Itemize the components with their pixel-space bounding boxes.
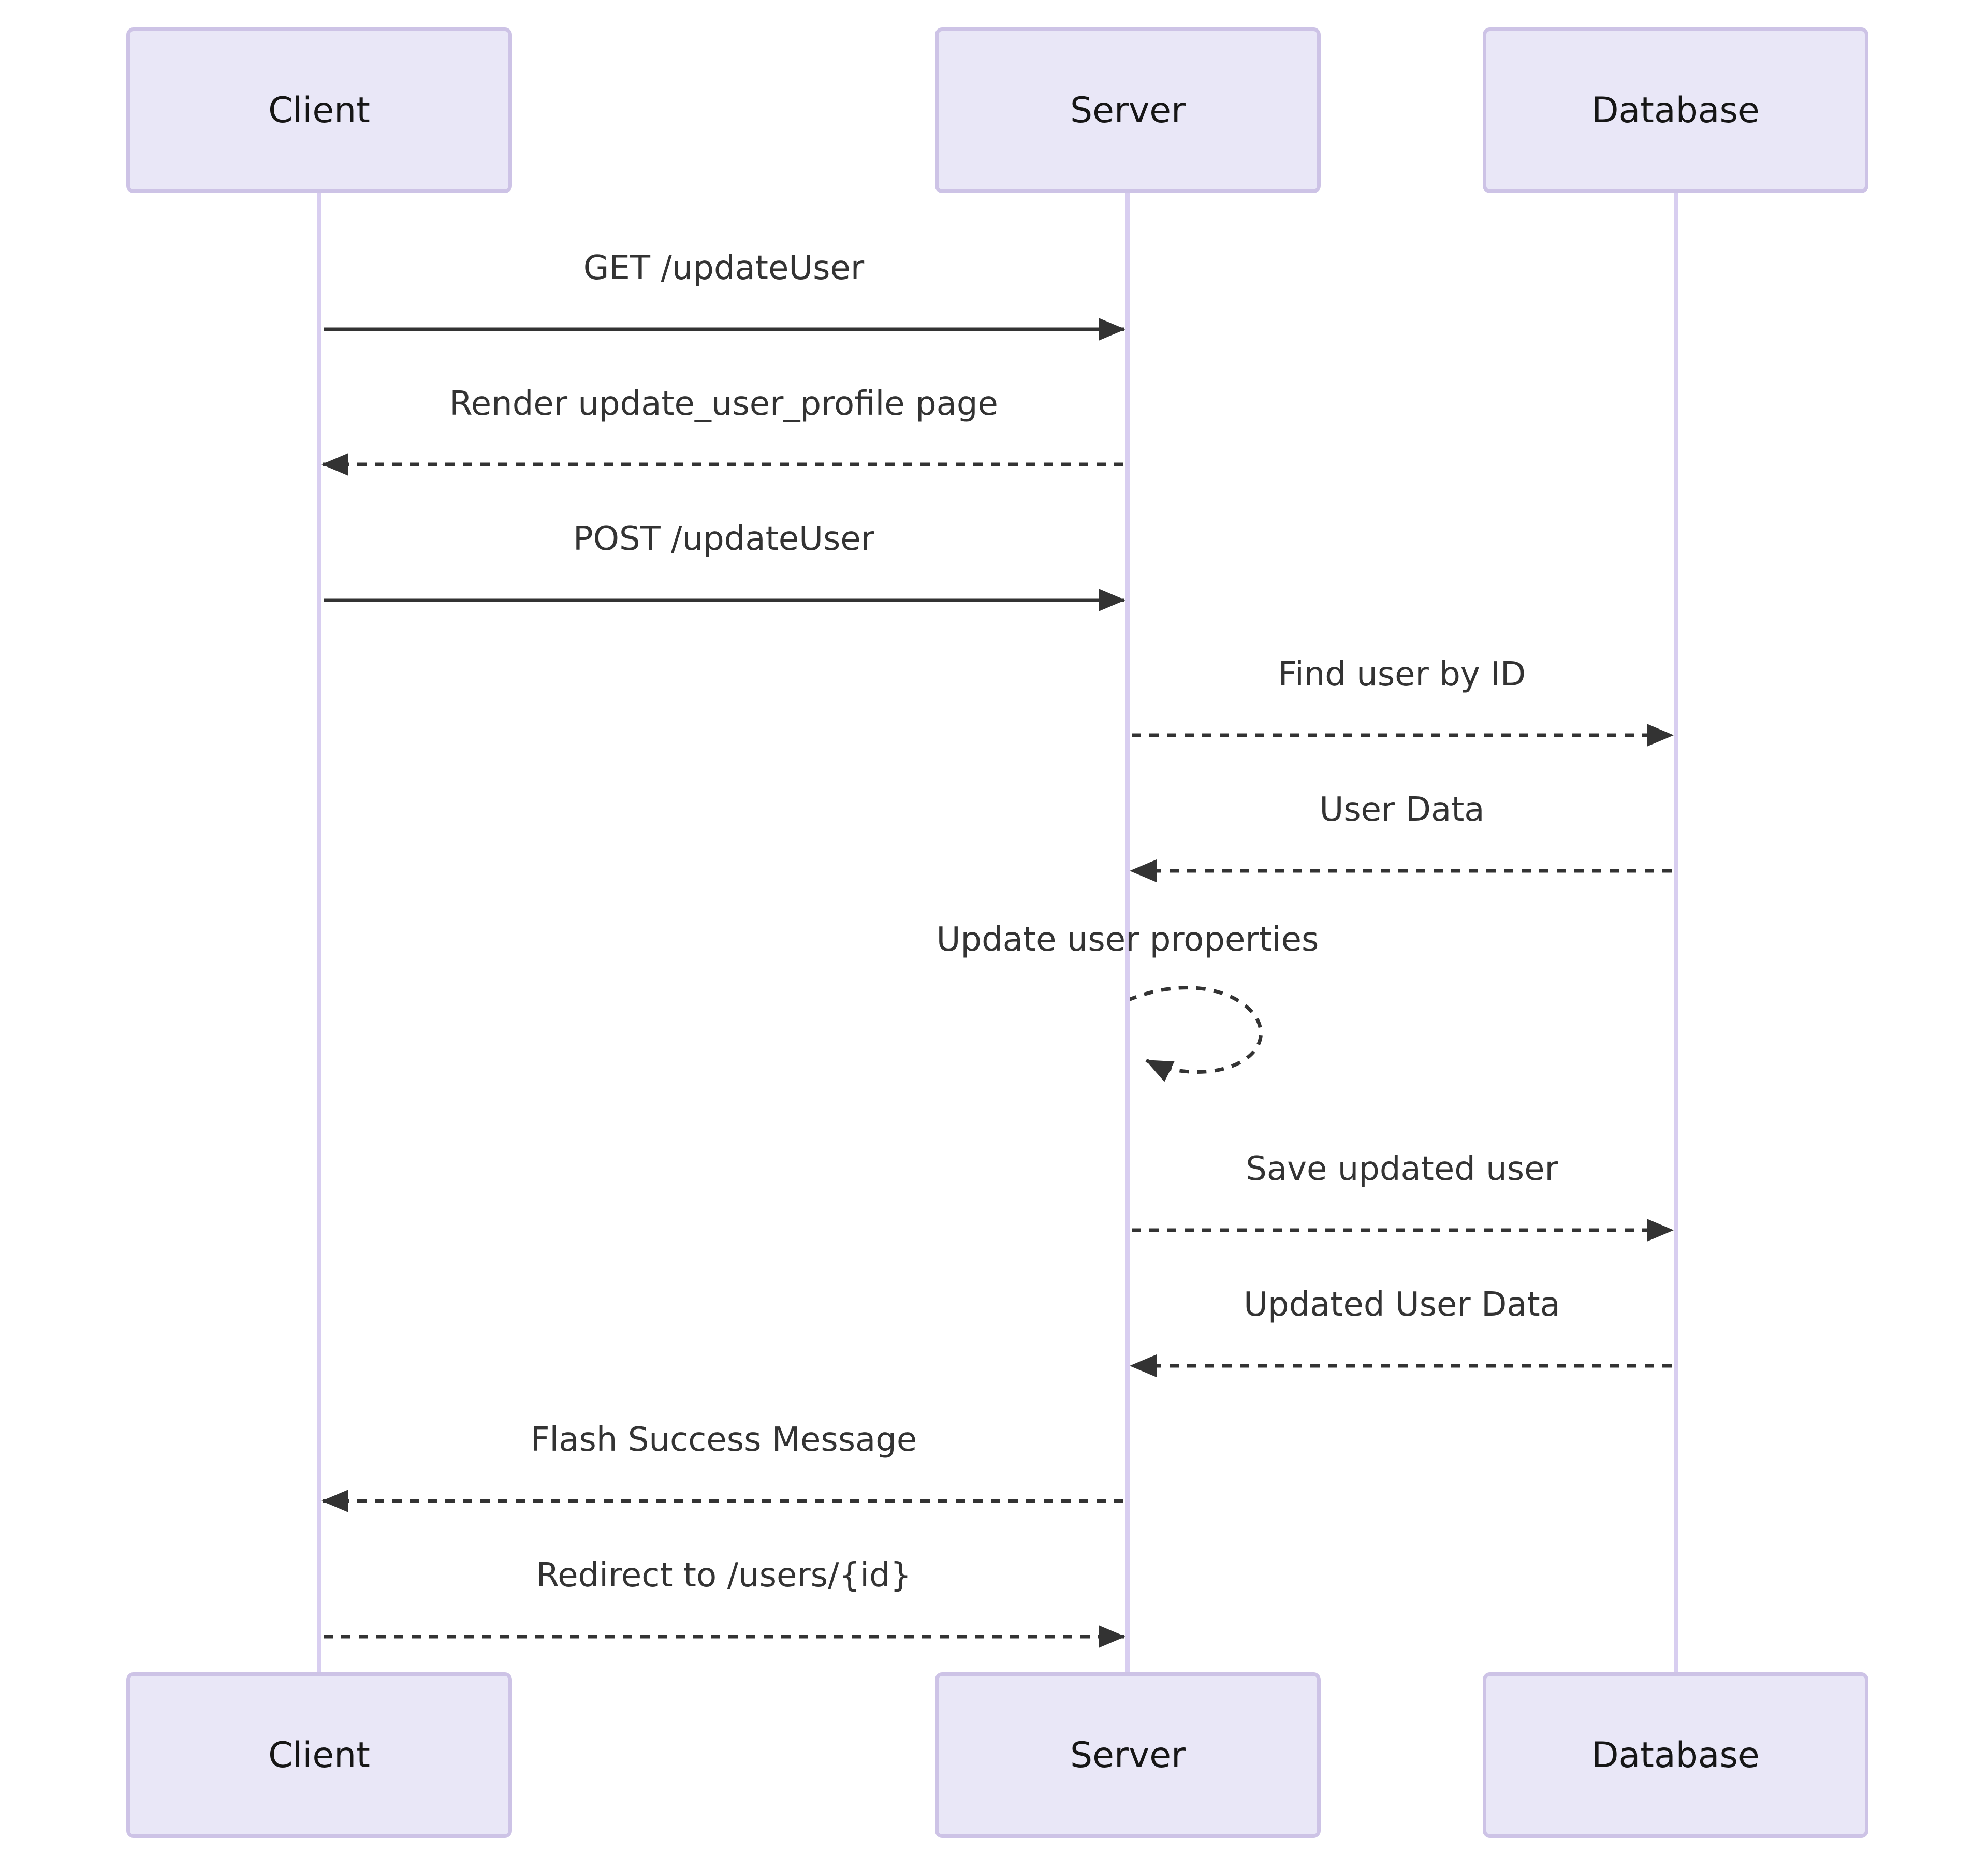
actor-label: Server [1070,90,1186,131]
actor-bottom-server: Server [935,1672,1321,1838]
actor-top-server: Server [935,27,1321,193]
message-label: User Data [1319,791,1485,829]
actor-label: Database [1591,90,1760,131]
message-label: Redirect to /users/{id} [536,1556,912,1595]
message-label: Updated User Data [1244,1286,1560,1324]
message-label: Render update_user_profile page [449,385,998,423]
actor-top-database: Database [1483,27,1868,193]
message-label: Flash Success Message [530,1421,917,1459]
message-label: Find user by ID [1278,655,1526,694]
actor-bottom-client: Client [126,1672,512,1838]
lifeline-server [1125,193,1130,1672]
actor-label: Database [1591,1734,1760,1776]
actor-top-client: Client [126,27,512,193]
actor-label: Client [268,1734,370,1776]
self-loop-arrow [1127,986,1263,1082]
lifeline-database [1674,193,1678,1672]
lifeline-client [317,193,321,1672]
actor-label: Server [1070,1734,1186,1776]
actor-bottom-database: Database [1483,1672,1868,1838]
message-label: Save updated user [1246,1150,1558,1188]
message-label: GET /updateUser [583,249,865,287]
message-label: Update user properties [936,921,1319,959]
message-label: POST /updateUser [573,520,874,558]
actor-label: Client [268,90,370,131]
